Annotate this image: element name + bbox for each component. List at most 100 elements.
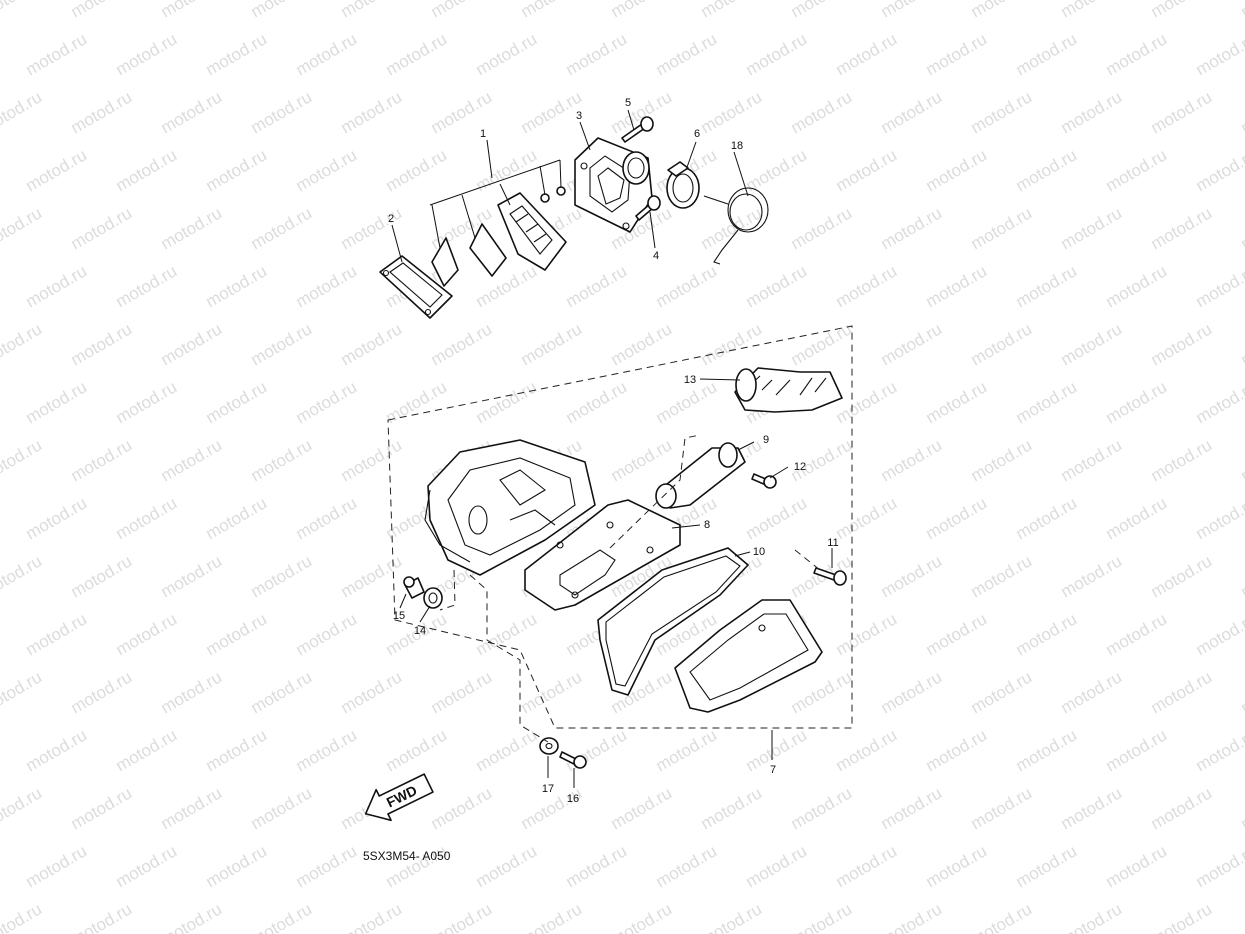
washer-17 [539, 737, 559, 755]
watermark-text: motod.ru [293, 29, 361, 79]
reed-petal-right [469, 223, 507, 277]
watermark-text: motod.ru [1103, 493, 1171, 543]
watermark-text: motod.ru [968, 783, 1036, 833]
watermark-text: motod.ru [653, 725, 721, 775]
watermark-text: motod.ru [248, 435, 316, 485]
watermark-text: motod.ru [1238, 87, 1245, 137]
watermark-text: motod.ru [0, 551, 45, 601]
watermark-text: motod.ru [698, 87, 766, 137]
watermark-text: motod.ru [113, 145, 181, 195]
watermark-text: motod.ru [293, 841, 361, 891]
watermark-text: motod.ru [968, 87, 1036, 137]
watermark-text: motod.ru [833, 145, 901, 195]
watermark-text: motod.ru [698, 319, 766, 369]
watermark-text: motod.ru [788, 203, 856, 253]
watermark-text: motod.ru [518, 0, 586, 21]
watermark-text: motod.ru [968, 899, 1036, 934]
watermark-text: motod.ru [1193, 493, 1245, 543]
watermark-text: motod.ru [1148, 0, 1216, 21]
watermark-text: motod.ru [743, 841, 811, 891]
watermark-text: motod.ru [833, 377, 901, 427]
watermark-text: motod.ru [743, 29, 811, 79]
watermark-text: motod.ru [1238, 203, 1245, 253]
watermark-text: motod.ru [1193, 609, 1245, 659]
seal-10 [597, 547, 749, 696]
diagram-code: 5SX3M54- A050 [363, 849, 451, 863]
callout-2: 2 [388, 213, 394, 225]
watermark-text: motod.ru [923, 609, 991, 659]
watermark-text: motod.ru [878, 87, 946, 137]
watermark-text: motod.ru [698, 783, 766, 833]
watermark-text: motod.ru [338, 899, 406, 934]
watermark-text: motod.ru [833, 725, 901, 775]
watermark-text: motod.ru [698, 203, 766, 253]
watermark-text: motod.ru [1193, 29, 1245, 79]
watermark-text: motod.ru [473, 725, 541, 775]
watermark-text: motod.ru [743, 145, 811, 195]
watermark-text: motod.ru [1058, 87, 1126, 137]
watermark-text: motod.ru [338, 551, 406, 601]
watermark-text: motod.ru [518, 667, 586, 717]
watermark-text: motod.ru [248, 899, 316, 934]
watermark-text: motod.ru [653, 29, 721, 79]
callout-16: 16 [567, 793, 579, 805]
watermark-text: motod.ru [788, 899, 856, 934]
watermark-text: motod.ru [608, 783, 676, 833]
joint-13 [734, 367, 843, 413]
watermark-text: motod.ru [1013, 841, 1081, 891]
watermark-text: motod.ru [968, 319, 1036, 369]
watermark-text: motod.ru [1013, 609, 1081, 659]
watermark-text: motod.ru [1238, 667, 1245, 717]
watermark-text: motod.ru [1238, 0, 1245, 21]
watermark-text: motod.ru [383, 29, 451, 79]
watermark-text: motod.ru [1103, 145, 1171, 195]
screw-12 [751, 473, 777, 489]
watermark-text: motod.ru [698, 0, 766, 21]
watermark-text: motod.ru [338, 0, 406, 21]
watermark-text: motod.ru [293, 725, 361, 775]
watermark-text: motod.ru [158, 319, 226, 369]
watermark-text: motod.ru [743, 725, 811, 775]
watermark-text: motod.ru [0, 783, 45, 833]
watermark-text: motod.ru [1058, 783, 1126, 833]
callout-5: 5 [625, 97, 631, 109]
watermark-text: motod.ru [923, 261, 991, 311]
watermark-text: motod.ru [788, 87, 856, 137]
watermark-text: motod.ru [518, 319, 586, 369]
watermark-text: motod.ru [1148, 87, 1216, 137]
watermark-text: motod.ru [923, 29, 991, 79]
watermark-text: motod.ru [248, 667, 316, 717]
watermark-text: motod.ru [1238, 783, 1245, 833]
callout-17: 17 [542, 783, 554, 795]
watermark-text: motod.ru [473, 29, 541, 79]
watermark-text: motod.ru [113, 261, 181, 311]
watermark-text: motod.ru [203, 145, 271, 195]
watermark-text: motod.ru [293, 609, 361, 659]
watermark-text: motod.ru [68, 899, 136, 934]
watermark-text: motod.ru [383, 145, 451, 195]
screw-11 [813, 567, 847, 586]
watermark-text: motod.ru [248, 319, 316, 369]
watermark-text: motod.ru [698, 899, 766, 934]
watermark-text: motod.ru [1013, 29, 1081, 79]
watermark-text: motod.ru [203, 841, 271, 891]
watermark-text: motod.ru [1193, 725, 1245, 775]
watermark-text: motod.ru [1058, 203, 1126, 253]
watermark-text: motod.ru [743, 493, 811, 543]
watermark-text: motod.ru [68, 319, 136, 369]
watermark-text: motod.ru [1013, 377, 1081, 427]
callout-12: 12 [794, 461, 806, 473]
watermark-text: motod.ru [788, 667, 856, 717]
fwd-arrow-icon [364, 773, 434, 822]
watermark-text: motod.ru [1148, 203, 1216, 253]
watermark-text: motod.ru [23, 145, 91, 195]
watermark-text: motod.ru [1058, 0, 1126, 21]
watermark-text: motod.ru [968, 667, 1036, 717]
watermark-text: motod.ru [338, 203, 406, 253]
watermark-text: motod.ru [428, 0, 496, 21]
watermark-text: motod.ru [833, 29, 901, 79]
watermark-text: motod.ru [563, 725, 631, 775]
watermark-text: motod.ru [158, 0, 226, 21]
watermark-text: motod.ru [608, 899, 676, 934]
